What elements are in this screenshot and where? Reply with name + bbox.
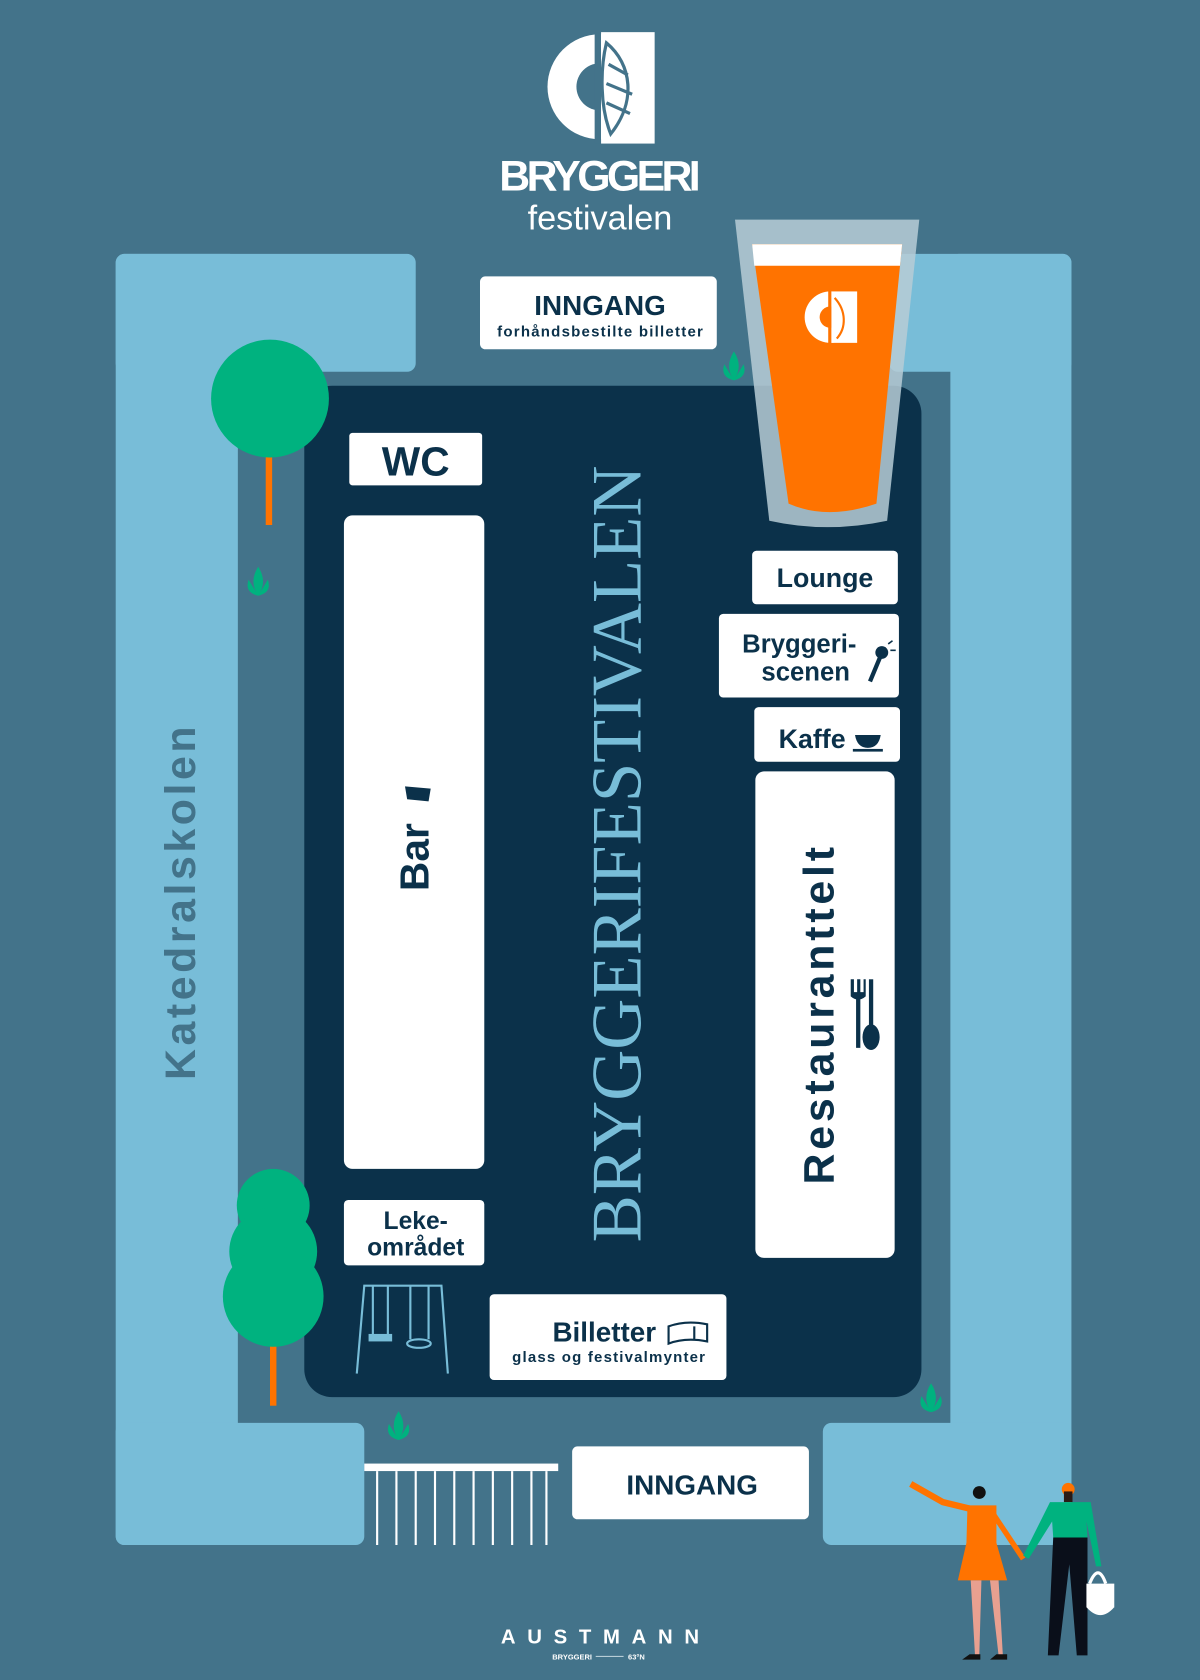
microphone-icon (868, 640, 896, 683)
tickets-title: Billetter (552, 1316, 656, 1347)
beer-glass-illustration (735, 219, 920, 528)
tree-top (211, 339, 329, 525)
bar-label: Bar (392, 823, 438, 891)
play-area-line1: Leke- (384, 1208, 448, 1235)
stage-line2: scenen (761, 658, 850, 686)
sponsor-left: BRYGGERI (552, 1653, 592, 1662)
plant-icons (247, 351, 942, 1440)
lounge-area[interactable]: Lounge (752, 550, 898, 605)
wc-area[interactable]: WC (349, 432, 483, 486)
play-area[interactable]: Leke- området (343, 1200, 485, 1266)
entrance-bottom[interactable]: INNGANG (572, 1446, 809, 1520)
logo-title: BRYGGERI (499, 153, 700, 201)
sponsor-right: 63°N (628, 1653, 645, 1662)
fence (364, 1463, 559, 1545)
restaurant-label: Restauranttelt (796, 847, 844, 1184)
venue-title: BRYGGERIFESTIVALEN (579, 466, 657, 1243)
entrance-top[interactable]: INNGANG forhåndsbestilte billetter (480, 276, 717, 350)
coffee-cup-icon (852, 735, 883, 752)
play-area-line2: området (367, 1235, 464, 1262)
logo-subtitle: festivalen (528, 199, 673, 237)
entrance-top-subtitle: forhåndsbestilte billetter (497, 323, 703, 340)
coffee-label: Kaffe (779, 724, 846, 754)
street-frame (115, 253, 1072, 1545)
tree-bottom (222, 1168, 324, 1406)
swing-icon (355, 1284, 449, 1374)
tickets-area[interactable]: Billetter glass og festivalmynter (489, 1294, 727, 1380)
stage-line1: Bryggeri- (742, 631, 856, 659)
festival-logo: BRYGGERI festivalen (499, 30, 701, 237)
entrance-bottom-title: INNGANG (626, 1470, 757, 1501)
bar-area[interactable]: Bar (343, 515, 485, 1169)
lounge-label: Lounge (777, 563, 874, 593)
stage-area[interactable]: Bryggeri- scenen (718, 613, 899, 698)
cutlery-icon (850, 979, 880, 1050)
building-label: Katedralskolen (157, 726, 205, 1080)
entrance-top-title: INNGANG (534, 290, 665, 321)
ticket-icon (667, 1321, 709, 1346)
tickets-subtitle: glass og festivalmynter (512, 1349, 705, 1366)
people-illustration (909, 1481, 1115, 1660)
wc-label: WC (382, 439, 450, 485)
restaurant-area[interactable]: Restauranttelt (755, 771, 895, 1258)
beer-glass-icon (405, 786, 431, 802)
coffee-area[interactable]: Kaffe (754, 707, 900, 762)
